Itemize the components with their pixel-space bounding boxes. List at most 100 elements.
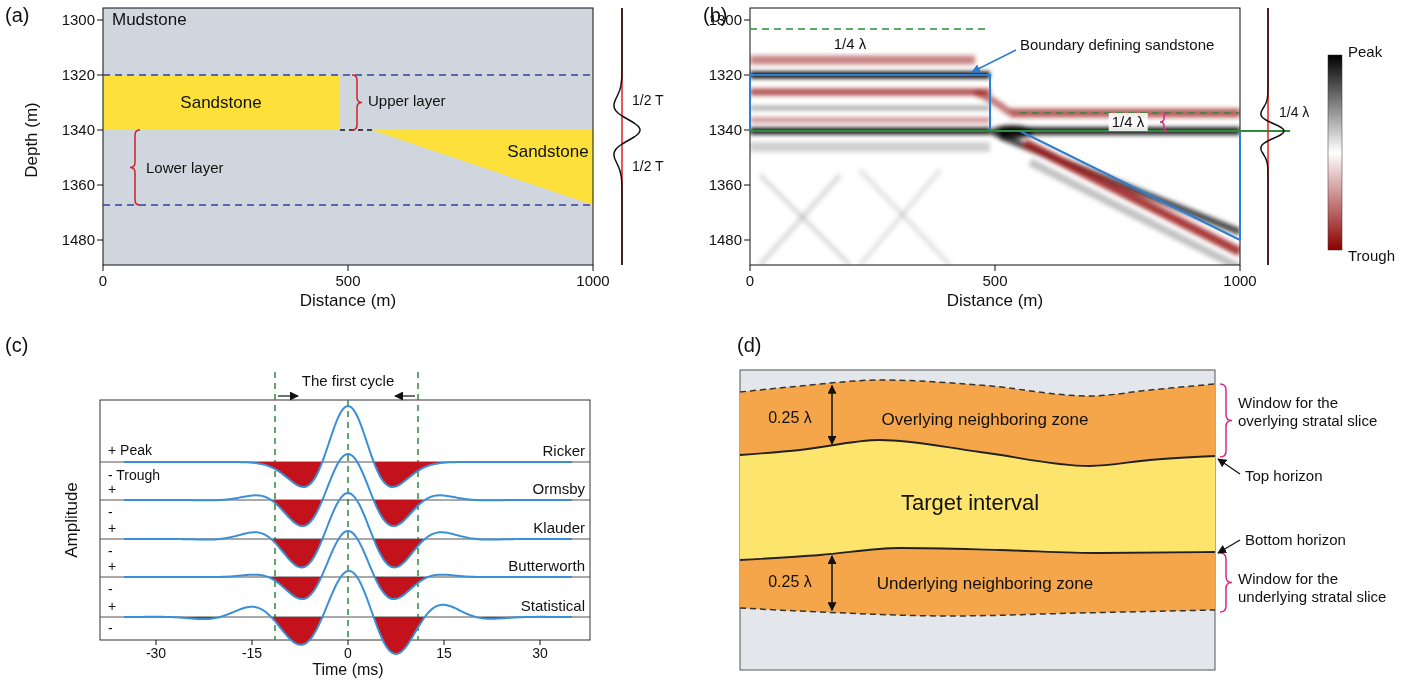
underlying-zone: 0.25 λ Underlying neighboring zone bbox=[740, 545, 1215, 625]
layer-boundary bbox=[340, 129, 372, 131]
panel-letter: (c) bbox=[5, 333, 28, 357]
axis-tick bbox=[744, 185, 750, 186]
polarity-label: + bbox=[108, 520, 116, 537]
sandstone-boundary bbox=[1020, 131, 1240, 240]
tick-label: 1360 bbox=[62, 176, 95, 194]
node-label: Sandstone bbox=[507, 142, 588, 162]
plot-frame bbox=[100, 400, 590, 640]
node-fill bbox=[372, 130, 593, 205]
tick-label: 1320 bbox=[62, 66, 95, 84]
node-label: 0.25 λ bbox=[768, 573, 812, 591]
seismic-event bbox=[750, 118, 990, 123]
tick-label: 1000 bbox=[576, 272, 609, 290]
axis-tick bbox=[444, 640, 445, 645]
tick-label: 30 bbox=[532, 645, 548, 662]
node-label: Underlying neighboring zone bbox=[877, 574, 1093, 594]
wavelength-label: 1/4 λ bbox=[1109, 113, 1148, 131]
wavelet-name: Butterworth bbox=[508, 557, 585, 575]
cycle-label: The first cycle bbox=[302, 372, 395, 390]
axis-tick bbox=[348, 265, 349, 271]
polarity-label: + bbox=[108, 481, 116, 498]
wavelength-label: 1/4 λ bbox=[1279, 104, 1309, 121]
leader-arrow bbox=[1218, 459, 1240, 474]
interface-line bbox=[750, 130, 1290, 132]
node-fill bbox=[103, 8, 593, 265]
target-interval: Target interval bbox=[740, 435, 1215, 565]
wavelet-name: Ricker bbox=[542, 442, 585, 460]
trough-fill bbox=[124, 462, 572, 487]
axis-title: Distance (m) bbox=[300, 291, 396, 311]
wavelet-curve bbox=[124, 406, 572, 487]
wavelet-name: Klauder bbox=[533, 519, 585, 537]
axis-tick bbox=[1240, 265, 1241, 271]
colorbar-label: Trough bbox=[1348, 247, 1395, 265]
seismic-event bbox=[750, 89, 990, 96]
bracket bbox=[1160, 113, 1168, 131]
seismic-event bbox=[760, 175, 840, 265]
polarity-label: - bbox=[108, 504, 113, 521]
polarity-label: - bbox=[108, 543, 113, 560]
wavelet-trace bbox=[1261, 8, 1284, 265]
callout-label: Boundary defining sandstone bbox=[1020, 36, 1214, 54]
axis-tick bbox=[744, 20, 750, 21]
wavelet-name: Ormsby bbox=[533, 480, 586, 498]
leader-arrow bbox=[1218, 540, 1240, 553]
polarity-label: + bbox=[108, 598, 116, 615]
node-fill bbox=[103, 75, 340, 130]
node-fill bbox=[740, 440, 1215, 560]
polarity-label: - bbox=[108, 620, 113, 637]
trace-axis bbox=[621, 8, 623, 265]
bracket bbox=[1220, 384, 1232, 457]
wavelength-label: 1/4 λ bbox=[831, 35, 870, 53]
node-label: Mudstone bbox=[112, 10, 187, 30]
axis-tick bbox=[540, 640, 541, 645]
node-fill bbox=[740, 548, 1215, 616]
thickness-arrow bbox=[831, 386, 833, 444]
seismic-event bbox=[750, 142, 990, 152]
trough-fill bbox=[124, 500, 572, 526]
thickness-arrow bbox=[831, 556, 833, 610]
sandstone-wedge: Sandstone bbox=[372, 130, 593, 205]
node-outline bbox=[372, 130, 593, 205]
axis-tick bbox=[103, 265, 104, 271]
bottom-horizon bbox=[740, 548, 1215, 560]
colorbar-label: Peak bbox=[1348, 43, 1382, 61]
tick-label: 500 bbox=[982, 272, 1007, 290]
tick-label: -30 bbox=[146, 645, 166, 662]
tick-label: 1340 bbox=[709, 121, 742, 139]
period-label: 1/2 T bbox=[632, 158, 664, 175]
plot-frame bbox=[750, 8, 1240, 265]
tick-label: 1360 bbox=[709, 176, 742, 194]
axis-tick bbox=[995, 265, 996, 271]
panel-ground bbox=[740, 370, 1215, 670]
tick-label: -15 bbox=[242, 645, 262, 662]
seismic-event bbox=[750, 106, 990, 111]
sandstone-boundary bbox=[1239, 131, 1241, 240]
window-label: Window for the overlying stratal slice bbox=[1238, 394, 1398, 430]
axis-tick bbox=[593, 265, 594, 271]
seismic-event bbox=[860, 170, 940, 265]
axis-tick bbox=[156, 640, 157, 645]
cycle-arrow bbox=[278, 395, 298, 396]
polarity-label: + Peak bbox=[108, 442, 152, 459]
mudstone-region: MudstoneSandstoneSandstone bbox=[103, 8, 593, 265]
seismic-event bbox=[975, 92, 1010, 113]
layer-boundary bbox=[103, 204, 593, 206]
seismic-event bbox=[860, 170, 950, 265]
axis-tick bbox=[750, 265, 751, 271]
trough-fill bbox=[124, 539, 572, 568]
tick-label: 0 bbox=[746, 272, 754, 290]
tick-label: 0 bbox=[99, 272, 107, 290]
tick-label: 500 bbox=[335, 272, 360, 290]
leader-arrow bbox=[972, 50, 1016, 72]
window-edge bbox=[740, 380, 1215, 396]
horizon-label: Top horizon bbox=[1245, 467, 1323, 485]
cycle-boundary bbox=[274, 372, 276, 640]
polarity-label: - bbox=[108, 581, 113, 598]
color-bar bbox=[1328, 55, 1342, 250]
axis-title: Depth (m) bbox=[22, 102, 42, 178]
axis-tick bbox=[97, 75, 103, 76]
polarity-label: + bbox=[108, 558, 116, 575]
wavelet-curve bbox=[124, 571, 572, 654]
axis-tick bbox=[348, 640, 349, 645]
